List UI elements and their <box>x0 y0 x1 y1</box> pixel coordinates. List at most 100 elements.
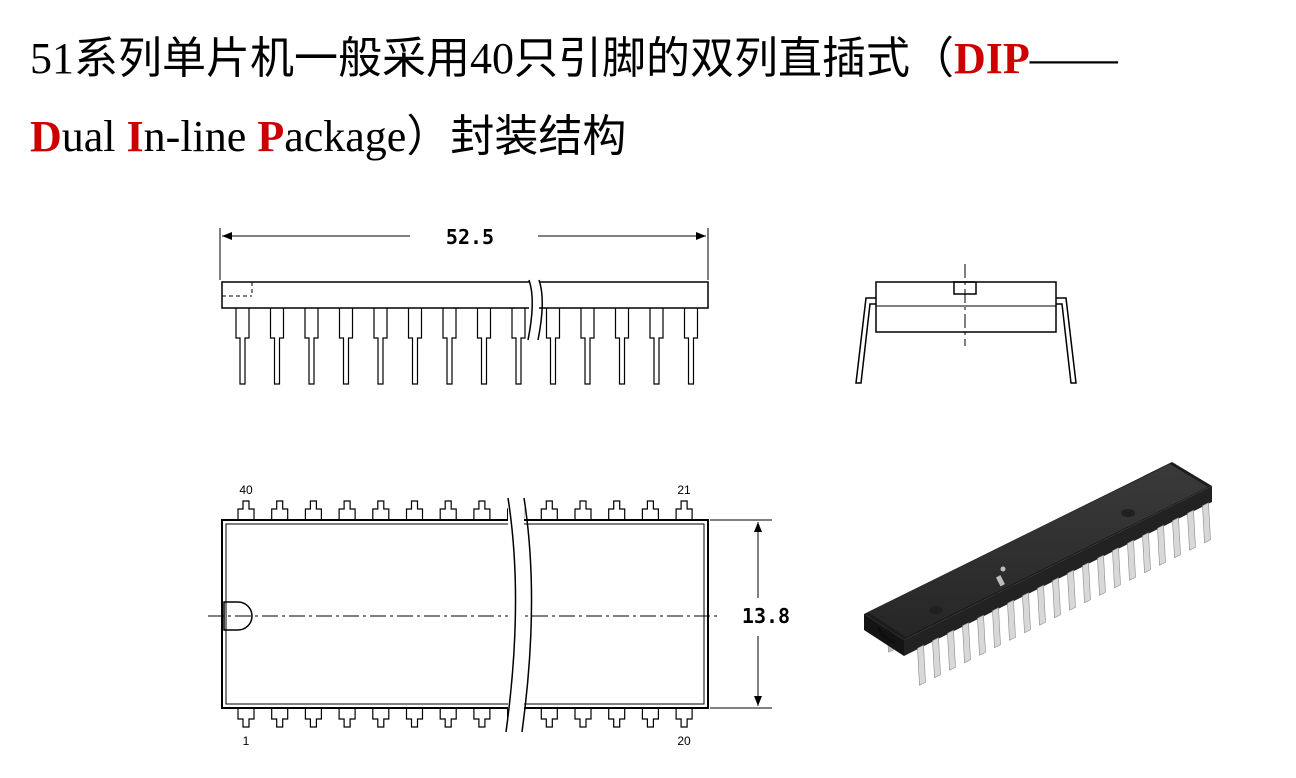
top-pin <box>641 500 659 520</box>
photo-front-pin <box>1067 569 1076 611</box>
title-dash: —— <box>1029 34 1118 83</box>
photo-front-pin <box>1022 592 1031 634</box>
photo-front-pin <box>1052 577 1061 619</box>
chip-photo <box>864 462 1212 686</box>
break-line-right <box>537 279 543 341</box>
top-pin <box>372 500 390 520</box>
side-pin <box>304 308 319 385</box>
bottom-pin <box>608 708 626 728</box>
photo-front-pin <box>1157 524 1166 566</box>
top-pin <box>304 500 322 520</box>
side-pin <box>235 308 250 385</box>
side-pin <box>373 308 388 385</box>
chip-logo-mark <box>995 575 1005 587</box>
side-pins <box>235 308 699 385</box>
photo-front-pin <box>1112 547 1121 589</box>
bottom-pin <box>473 708 491 728</box>
top-pin <box>540 500 558 520</box>
pin-label-1: 1 <box>243 734 250 748</box>
chip-photo-logo <box>995 566 1006 587</box>
chip-photo-notch <box>876 627 897 644</box>
side-pin <box>407 308 423 385</box>
top-view <box>208 497 772 733</box>
title-ackage: ackage <box>284 112 407 161</box>
chip-photo-top <box>868 464 1208 637</box>
width-arrow-top <box>754 522 762 532</box>
title-prefix: 51系列单片机一般采用40只引脚的双列直插式（ <box>30 34 954 83</box>
bottom-pin <box>574 708 592 728</box>
top-pin <box>675 500 693 520</box>
title-letter-p: P <box>257 112 285 161</box>
photo-front-pin <box>1082 562 1091 604</box>
top-body-inner <box>225 523 705 705</box>
end-body <box>875 281 1057 333</box>
chip-logo-dot <box>1000 566 1006 572</box>
top-pin <box>405 500 424 520</box>
side-pin <box>614 308 630 385</box>
photo-front-pin <box>1187 509 1196 551</box>
title-ual: ual <box>61 112 127 161</box>
top-pin <box>338 500 356 520</box>
bottom-pin <box>675 708 693 728</box>
pin-label-40: 40 <box>239 483 253 497</box>
break-line-left <box>527 279 533 341</box>
top-pin <box>271 500 289 520</box>
side-body <box>221 281 709 309</box>
pin-label-21: 21 <box>677 483 691 497</box>
side-pin <box>545 308 561 385</box>
bottom-pin <box>304 708 322 728</box>
bottom-pin <box>641 708 659 728</box>
bottom-pin <box>405 708 424 728</box>
top-pin <box>473 500 491 520</box>
bottom-pin <box>372 708 390 728</box>
bottom-pin <box>271 708 289 728</box>
end-lead-right <box>1056 297 1077 384</box>
length-dimension: 52.5 <box>446 225 494 249</box>
side-pin <box>649 308 664 385</box>
photo-front-pin <box>1202 502 1211 544</box>
end-view <box>855 264 1077 384</box>
chip-photo-side-front <box>904 486 1212 656</box>
photo-front-pin <box>1172 517 1181 559</box>
photo-front-pin <box>917 644 926 686</box>
top-body <box>221 519 709 709</box>
bottom-pins <box>237 708 693 728</box>
side-pin <box>580 308 595 385</box>
top-pin <box>608 500 626 520</box>
page-title: 51系列单片机一般采用40只引脚的双列直插式（DIP—— Dual In-lin… <box>30 20 1280 176</box>
title-nline: n-line <box>143 112 258 161</box>
photo-front-pin <box>947 629 956 671</box>
photo-front-pin <box>962 622 971 664</box>
title-suffix: ）封装结构 <box>406 112 627 161</box>
pin-label-20: 20 <box>677 734 691 748</box>
title-dip: DIP <box>954 34 1030 83</box>
title-letter-d: D <box>30 112 62 161</box>
side-pin <box>683 308 699 385</box>
top-pin <box>237 500 255 520</box>
title-letter-i: I <box>126 112 144 161</box>
width-dimension: 13.8 <box>742 604 790 628</box>
side-pin <box>338 308 354 385</box>
side-view <box>219 228 709 385</box>
chip-photo-dimple-2 <box>1121 509 1135 517</box>
photo-front-pin <box>932 637 941 679</box>
photo-front-pin <box>1037 584 1046 626</box>
bottom-pin <box>237 708 255 728</box>
chip-photo-dimple-1 <box>929 606 943 614</box>
side-pin <box>511 308 526 385</box>
top-break-right <box>521 497 533 733</box>
chip-photo-front-pins <box>917 502 1211 686</box>
bottom-pin <box>338 708 356 728</box>
photo-front-pin <box>1007 599 1016 641</box>
side-pin <box>442 308 457 385</box>
photo-front-pin <box>977 614 986 656</box>
end-lead-left <box>855 297 876 384</box>
top-break-left <box>505 497 517 733</box>
width-arrow-bottom <box>754 696 762 706</box>
photo-front-pin <box>992 607 1001 649</box>
side-pin <box>476 308 492 385</box>
top-pin <box>574 500 592 520</box>
top-pins <box>237 500 693 520</box>
top-pin <box>439 500 457 520</box>
